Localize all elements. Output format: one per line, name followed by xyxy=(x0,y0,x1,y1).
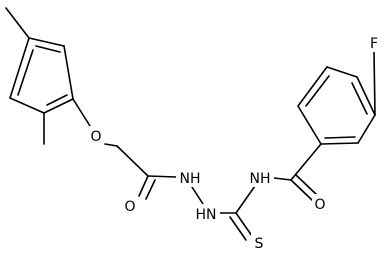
bond-c2-to-o-double xyxy=(295,174,319,197)
bond-ring1-inner-1 xyxy=(35,45,61,53)
atom-hn-2: HN xyxy=(192,204,220,223)
atom-o-carbonyl-1: O xyxy=(122,196,138,215)
svg-text:O: O xyxy=(124,199,135,215)
bond-ring2-e xyxy=(357,114,376,144)
bond-ring-to-o xyxy=(72,98,91,127)
bond-ring2-inner-1 xyxy=(305,75,330,107)
bond-nh-to-hn xyxy=(191,186,204,205)
bond-cs-to-nh xyxy=(235,185,256,214)
bond-ring2-b xyxy=(297,66,328,107)
bond-ring2-inner-2 xyxy=(351,82,368,115)
atom-o-ether: O xyxy=(88,126,104,145)
atom-f-sub: F xyxy=(366,33,382,52)
bond-ring2-c xyxy=(326,66,358,78)
atom-s-thio: S xyxy=(251,233,267,252)
svg-text:HN: HN xyxy=(196,207,217,223)
bonds xyxy=(5,7,376,241)
bond-c1-to-nh xyxy=(147,175,177,178)
bond-c2-to-o xyxy=(290,179,313,201)
bond-ring1-e xyxy=(9,37,30,99)
bond-ring1-inner-2 xyxy=(46,94,68,106)
bond-ring1-c xyxy=(43,98,74,114)
svg-text:O: O xyxy=(90,129,101,145)
atom-nh-3: NH xyxy=(246,168,274,187)
bond-ring-to-f xyxy=(373,51,376,116)
bond-c1-to-o xyxy=(138,175,149,197)
bond-ring2-d xyxy=(356,76,376,116)
bond-ring1-a xyxy=(28,37,65,47)
bond-o-to-ch2 xyxy=(104,143,118,147)
bond-ring1-inner-3 xyxy=(17,49,34,96)
bond-methyl-top xyxy=(5,7,30,39)
atom-o-carbonyl-2: O xyxy=(312,194,328,213)
bond-cs-to-s-double xyxy=(229,216,247,241)
svg-text:F: F xyxy=(370,36,378,52)
bond-ch2-to-c xyxy=(116,145,149,177)
svg-text:O: O xyxy=(314,197,325,213)
bond-nh-to-c2 xyxy=(273,177,292,181)
bond-ring2-a xyxy=(297,105,322,145)
bond-c1-to-o-double xyxy=(145,179,156,200)
svg-text:NH: NH xyxy=(250,171,271,187)
bond-ring2-f xyxy=(320,142,359,145)
bond-c2-to-ring xyxy=(290,143,322,181)
atom-nh-1: NH xyxy=(176,168,204,187)
svg-text:NH: NH xyxy=(180,171,201,187)
bond-ring1-b xyxy=(63,45,74,100)
atom-labels: O O NH HN NH S O F xyxy=(88,33,382,252)
bond-ring2-inner-3 xyxy=(324,136,356,139)
bond-ring1-d xyxy=(9,97,45,114)
bond-cs-to-s xyxy=(235,212,253,237)
svg-text:S: S xyxy=(255,236,264,252)
